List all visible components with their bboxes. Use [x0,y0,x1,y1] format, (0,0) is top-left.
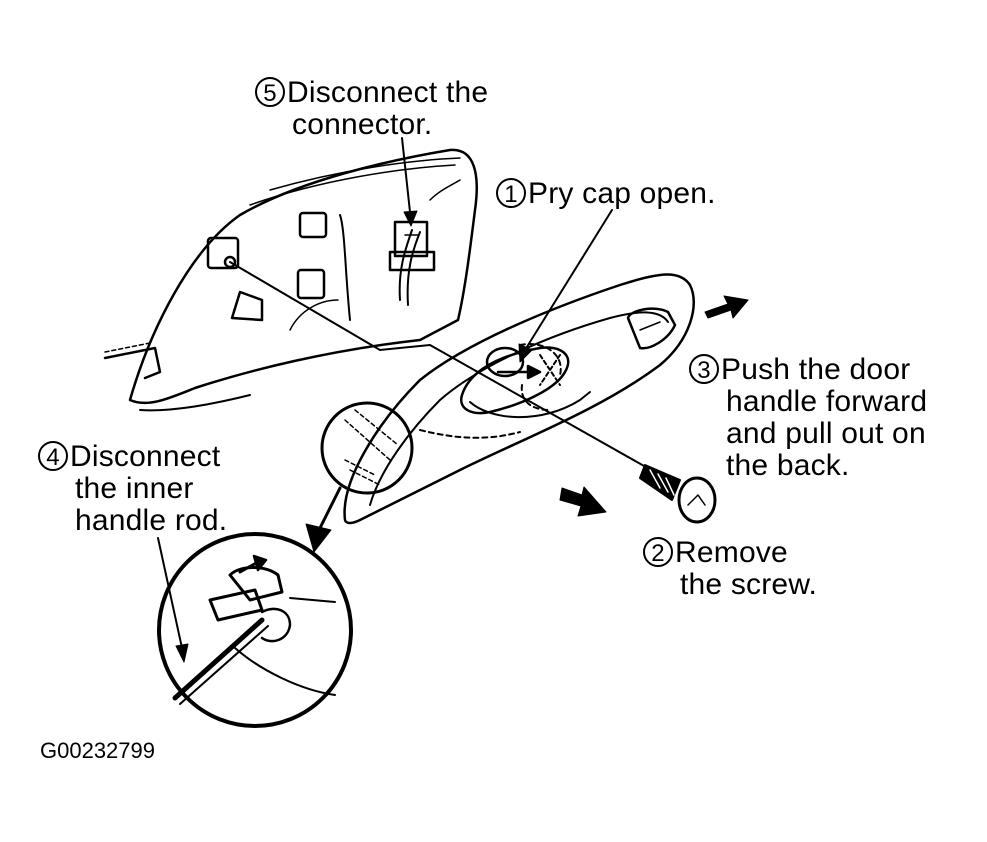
screw [639,464,717,524]
detail-circle [157,532,353,728]
step-2-line-1: Remove [675,536,788,569]
step-number-badge: 1 [496,178,526,208]
step-4-line-2: the inner [75,472,194,505]
step-5-line-1: Disconnect the [287,76,489,109]
step-4-line-3: handle rod. [75,504,228,537]
step-3-line-3: and pull out on [726,417,926,450]
step-number-badge: 5 [255,77,285,107]
step-number-badge: 2 [643,537,673,567]
step-3-line-4: the back. [726,449,850,482]
zoom-ring [320,401,414,495]
step-3-line-2: handle forward [726,385,928,418]
step-number-badge: 4 [38,441,68,471]
door-handle [343,273,695,525]
figure-code: G00232799 [40,738,155,763]
step-3-line-1: Push the door [721,353,911,386]
step-5-line-2: connector. [292,108,433,141]
step-2-line-2: the screw. [680,568,818,601]
step-number-badge: 3 [689,354,719,384]
door-panel [103,148,478,412]
step-4-line-1: Disconnect [70,440,221,473]
step-1-line-1: Pry cap open. [528,177,716,210]
